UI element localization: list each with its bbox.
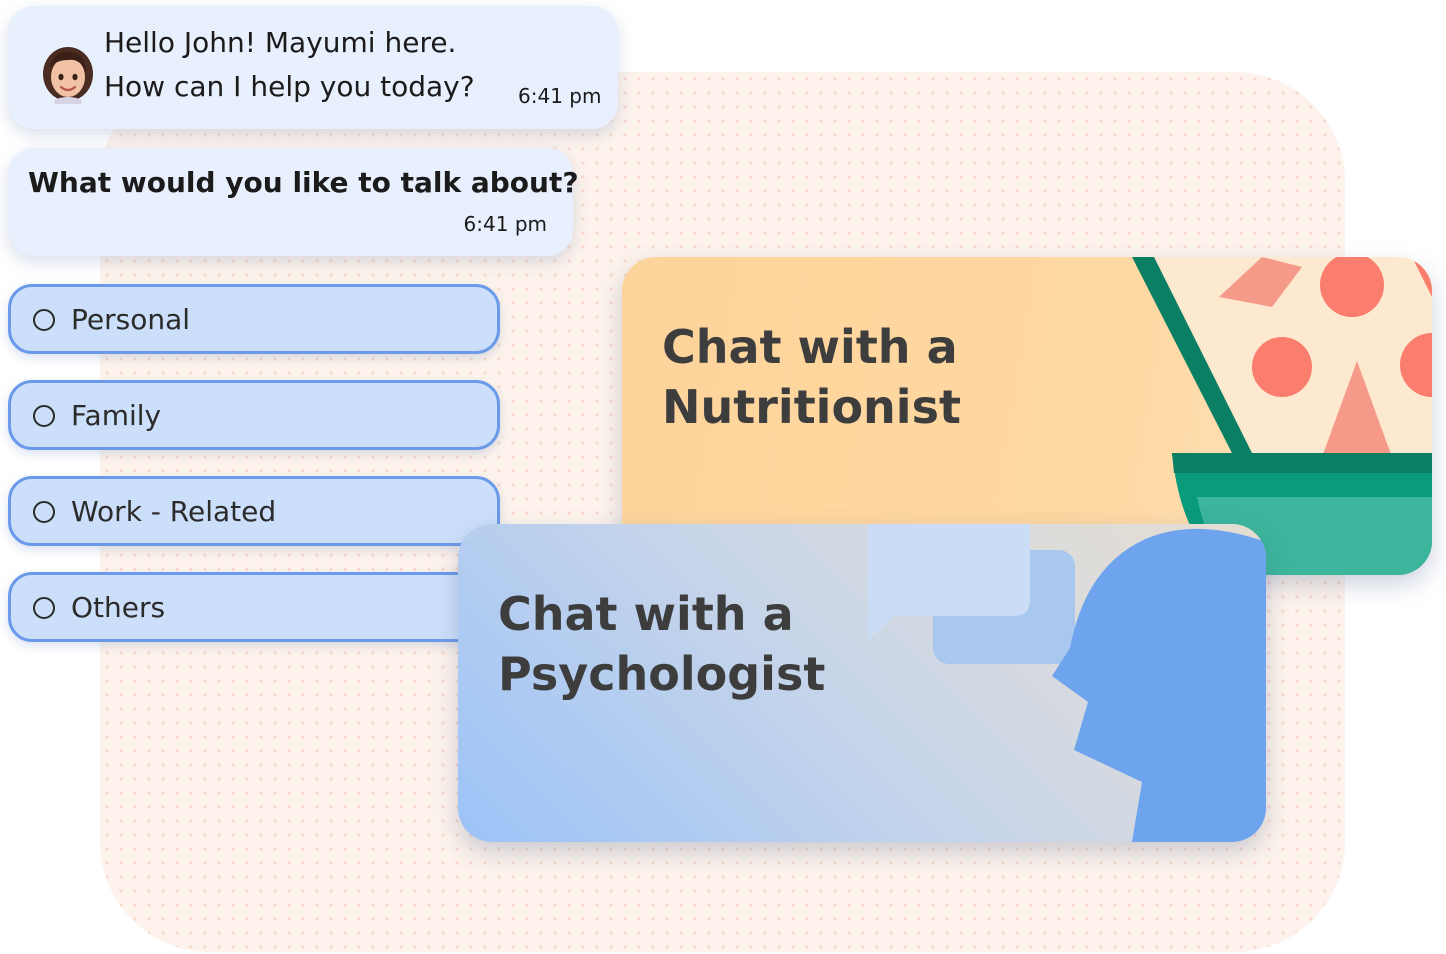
message-timestamp: 6:41 pm bbox=[518, 84, 602, 108]
radio-icon[interactable] bbox=[33, 597, 55, 619]
greeting-line-1: Hello John! Mayumi here. bbox=[104, 26, 457, 59]
option-label: Personal bbox=[71, 303, 191, 336]
option-label: Work - Related bbox=[71, 495, 277, 528]
female-avatar-icon bbox=[43, 47, 93, 104]
option-personal[interactable]: Personal bbox=[8, 284, 500, 354]
radio-icon[interactable] bbox=[33, 309, 55, 331]
option-work-related[interactable]: Work - Related bbox=[8, 476, 500, 546]
radio-icon[interactable] bbox=[33, 501, 55, 523]
nutritionist-card-title: Chat with a Nutritionist bbox=[662, 317, 961, 437]
card-title-line-2: Psychologist bbox=[498, 647, 826, 701]
greeting-line-2: How can I help you today? bbox=[104, 70, 475, 103]
option-label: Family bbox=[71, 399, 162, 432]
question-message-bubble: What would you like to talk about? 6:41 … bbox=[8, 148, 579, 256]
psychologist-card[interactable]: Chat with a Psychologist bbox=[458, 524, 1266, 842]
psychologist-card-title: Chat with a Psychologist bbox=[498, 584, 825, 704]
card-title-line-1: Chat with a bbox=[662, 320, 958, 374]
card-title-line-1: Chat with a bbox=[498, 587, 794, 641]
head-speech-bubble-icon bbox=[868, 524, 1266, 842]
greeting-message-bubble: Hello John! Mayumi here. How can I help … bbox=[8, 6, 618, 129]
radio-icon[interactable] bbox=[33, 405, 55, 427]
option-family[interactable]: Family bbox=[8, 380, 500, 450]
option-label: Others bbox=[71, 591, 166, 624]
question-text: What would you like to talk about? bbox=[28, 166, 579, 199]
card-title-line-2: Nutritionist bbox=[662, 380, 961, 434]
message-timestamp: 6:41 pm bbox=[463, 212, 547, 236]
option-others[interactable]: Others bbox=[8, 572, 500, 642]
